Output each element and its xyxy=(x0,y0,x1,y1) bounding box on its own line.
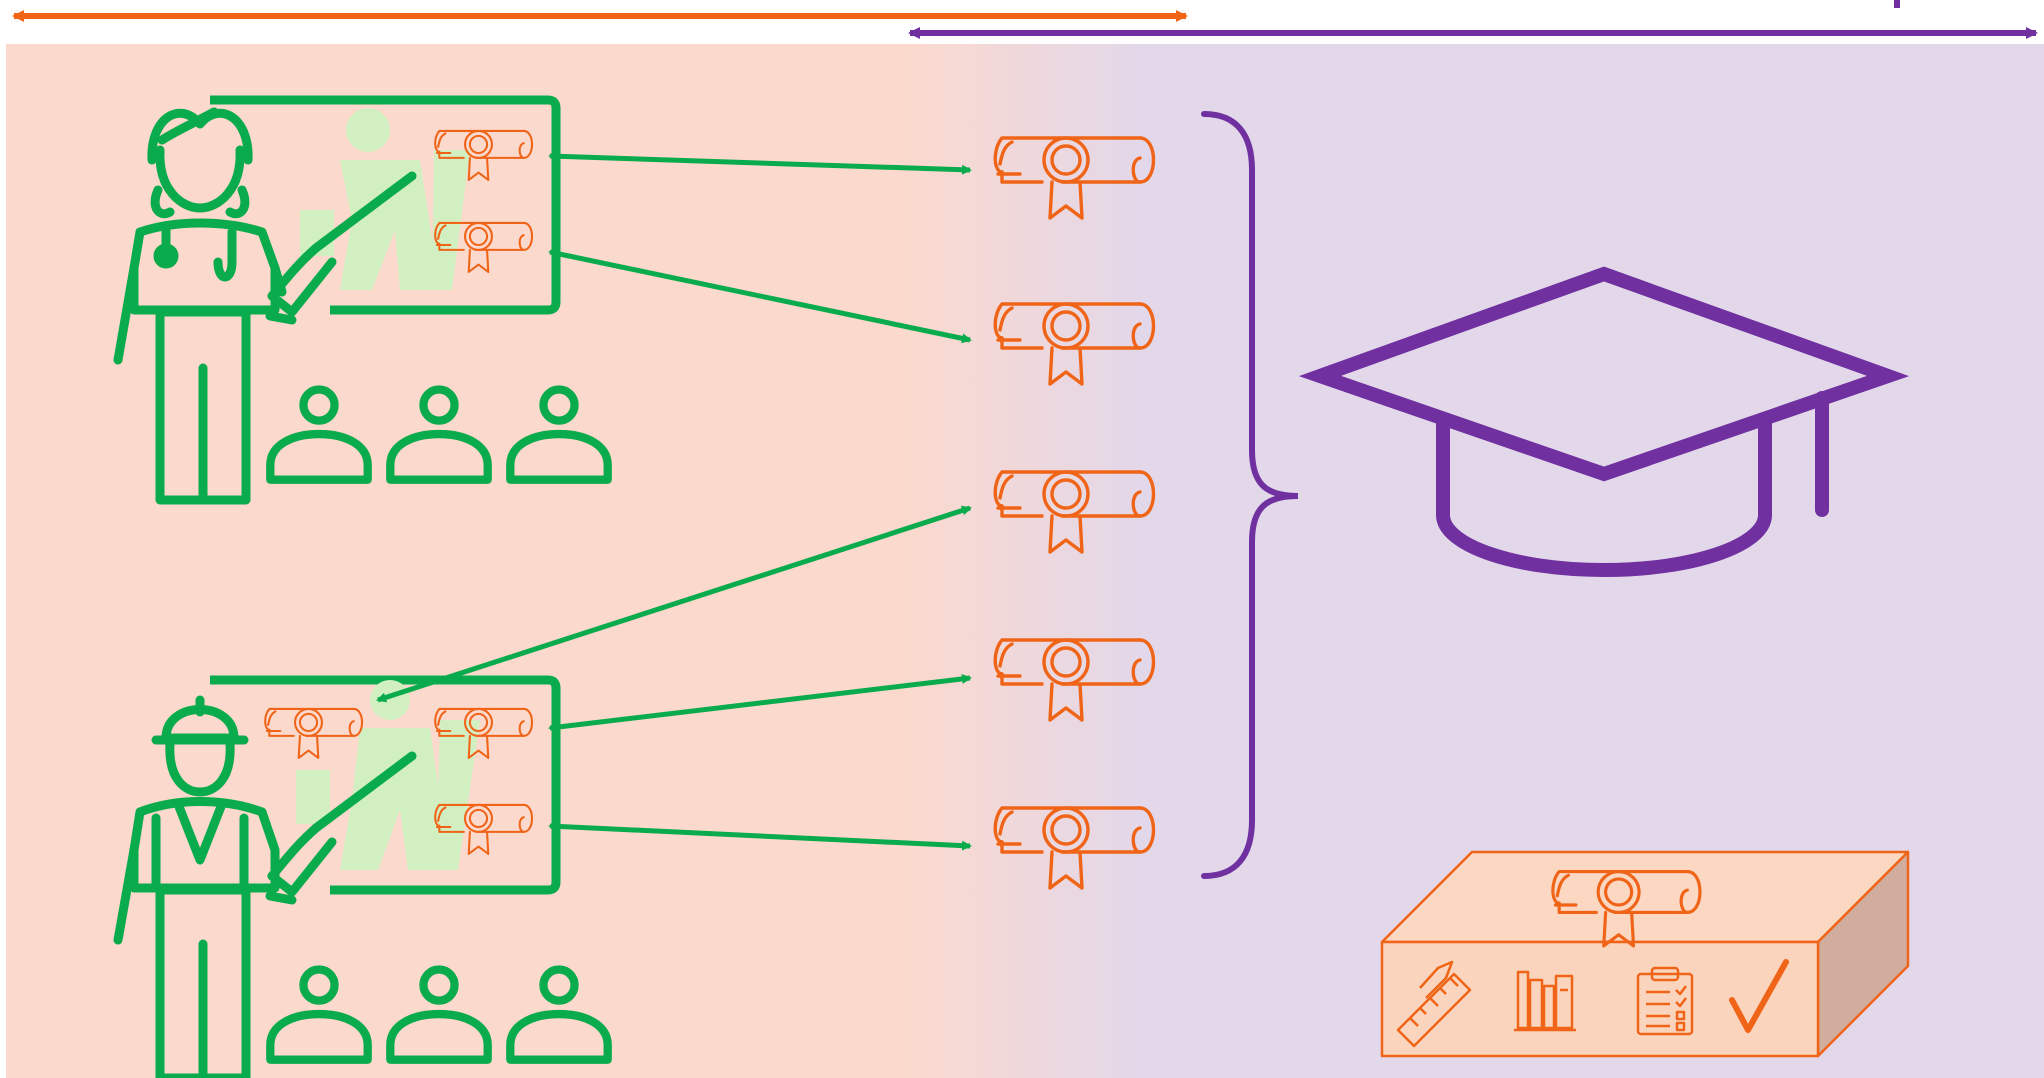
top-board-faded-figure xyxy=(300,108,470,290)
grouping-brace xyxy=(1201,111,1299,879)
bookshelf-icon xyxy=(1514,970,1576,1032)
ruler-pencil-icon xyxy=(1396,960,1472,1048)
link-worker-cert3-to-mc5 xyxy=(548,821,972,851)
construction-worker-icon xyxy=(113,695,417,1078)
top-trainer-group xyxy=(113,95,608,505)
link-nurse-cert2-to-mc2 xyxy=(548,248,972,344)
nurse-icon xyxy=(113,107,417,505)
checkmark-icon xyxy=(1729,959,1789,1033)
link-nurse-cert1-to-mc1 xyxy=(548,151,972,175)
bottom-trainer-group xyxy=(113,675,608,1078)
graduation-cap-icon xyxy=(1298,266,1910,577)
clipboard-checklist-icon xyxy=(1636,966,1694,1036)
link-worker-cert2-to-mc4 xyxy=(548,673,972,733)
link-worker-cert1-to-mc3 xyxy=(376,505,972,703)
qualification-box-icon xyxy=(1380,850,1910,1058)
